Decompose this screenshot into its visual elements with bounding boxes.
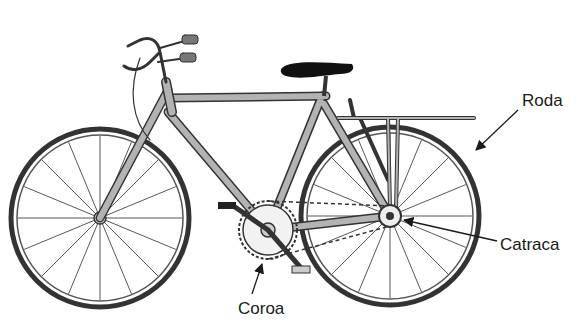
part-label: Catraca [500, 236, 560, 253]
sprocket [379, 205, 401, 227]
frame [100, 82, 390, 230]
rack [338, 100, 474, 210]
part-label: Roda [522, 92, 563, 109]
chainring [218, 201, 310, 273]
part-label: Coroa [238, 300, 284, 317]
saddle [281, 62, 353, 96]
handlebar [124, 35, 198, 140]
leader-arrows [252, 110, 518, 294]
